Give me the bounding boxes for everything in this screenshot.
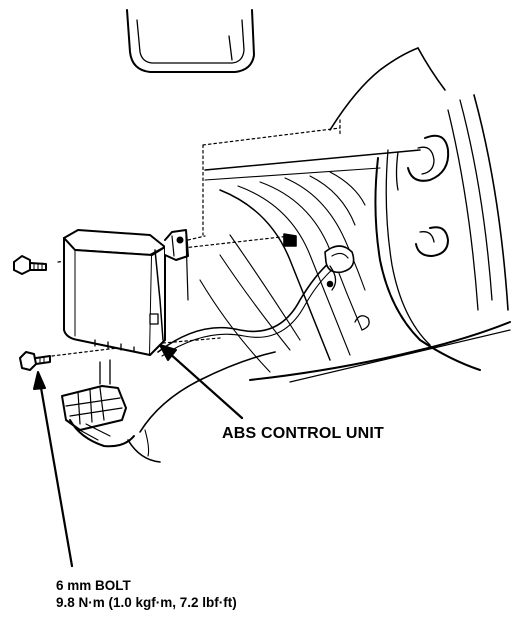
abs-control-unit-label: ABS CONTROL UNIT bbox=[222, 425, 385, 442]
leader-control-unit bbox=[159, 344, 244, 420]
wiring-harness bbox=[127, 233, 355, 463]
floor-contours bbox=[199, 149, 421, 373]
abs-control-unit bbox=[63, 229, 189, 356]
bolt-size-text: 6 mm BOLT bbox=[56, 578, 131, 593]
bolt-upper bbox=[13, 255, 47, 275]
bolt-lower bbox=[19, 351, 51, 371]
bolt-torque-text: 9.8 N·m (1.0 kgf·m, 7.2 lbf·ft) bbox=[56, 595, 237, 610]
leader-bolt bbox=[33, 371, 74, 568]
bolt-spec-label: 6 mm BOLT 9.8 N·m (1.0 kgf·m, 7.2 lbf·ft… bbox=[56, 577, 237, 611]
body-panel bbox=[249, 47, 511, 383]
connector bbox=[61, 359, 135, 448]
dashboard-panel bbox=[126, 9, 255, 73]
